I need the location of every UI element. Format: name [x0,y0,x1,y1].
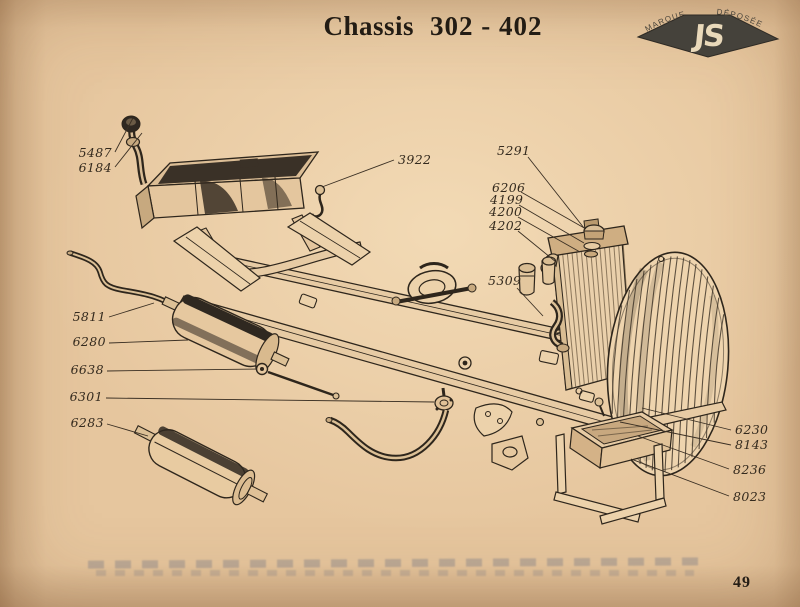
tray-bolt [594,397,604,407]
leader-line-6184 [114,132,143,168]
part-label-8236: 8236 [733,462,766,477]
part-label-5291: 5291 [497,143,530,158]
leader-line-4199 [518,204,585,244]
leader-line-6283 [106,423,149,437]
leader-line-6206 [520,191,587,230]
leader-line-6230 [641,407,732,431]
js-trademark-logo: JS MARQUE DÉPOSÉE [636,7,780,58]
fuel-tank [121,115,326,267]
leader-line-8236 [637,435,730,470]
part-label-6184: 6184 [79,160,112,175]
leader-line-8023 [630,458,730,497]
part-label-4199: 4199 [489,192,523,207]
centre-brackets [473,403,529,471]
part-label-3922: 3922 [398,152,431,167]
showthrough-band-2 [96,570,694,576]
part-label-8143: 8143 [735,437,768,452]
part-label-8023: 8023 [733,489,766,504]
title-number: 302 - 402 [430,11,543,41]
title-word: Chassis [323,11,415,41]
cap-gasket [583,241,601,251]
logo-monogram: JS [690,19,725,54]
part-label-5309: 5309 [488,273,521,288]
part-label-4200: 4200 [488,204,522,219]
muffler-upper [161,294,290,374]
part-label-6638: 6638 [71,362,104,377]
battery-tray [535,397,727,525]
part-label-4202: 4202 [488,218,522,233]
part-label-5811: 5811 [73,309,106,324]
part-label-6283: 6283 [71,415,104,430]
leader-line-6638 [106,368,257,372]
muffler-lower [133,425,269,506]
part-label-6301: 6301 [70,389,103,404]
leader-line-6280 [108,339,189,344]
leader-lines [105,117,732,497]
leader-line-5291 [527,156,585,229]
exhaust-system [66,250,454,506]
leader-line-5309 [516,287,544,317]
leader-line-5811 [108,302,155,318]
part-label-6280: 6280 [73,334,106,349]
part-label-6206: 6206 [492,180,525,195]
part-label-6230: 6230 [735,422,768,437]
leader-line-4202 [517,230,557,263]
leader-line-4200 [517,216,581,253]
leader-line-5487 [114,117,134,153]
tail-pipe [328,409,450,462]
page-title: Chassis 302 - 402 [0,11,800,42]
part-label-5487: 5487 [79,145,112,160]
leader-line-6301 [105,397,435,403]
leader-line-3922 [321,159,395,188]
front-bracket-left [172,226,262,292]
page-number: 49 [733,574,751,591]
logo-diamond-shape [636,14,780,58]
leader-line-8143 [619,421,732,446]
